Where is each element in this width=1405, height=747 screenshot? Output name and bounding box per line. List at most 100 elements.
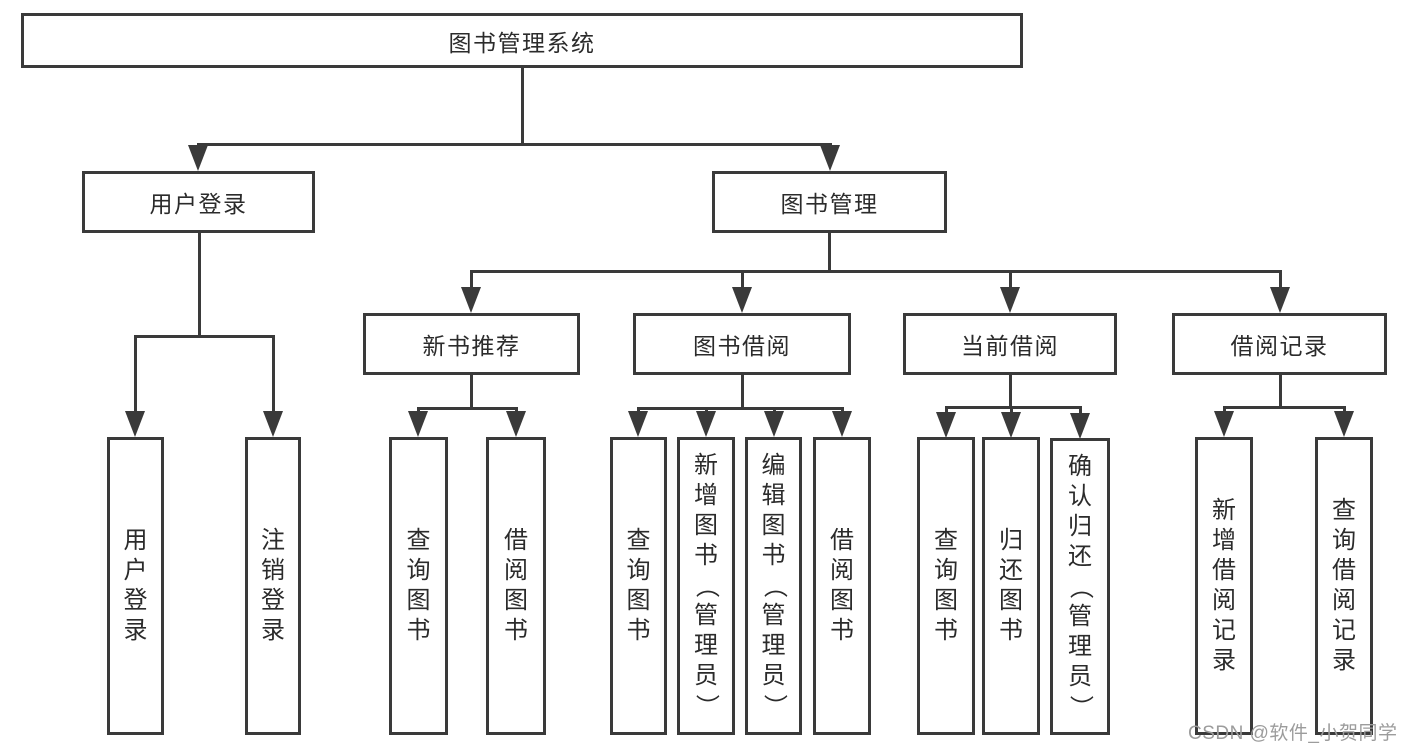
- leaf-return-book: 归还图书: [982, 437, 1040, 735]
- vertical-char: 新: [1212, 497, 1236, 524]
- leaf-borrow-books-1: 借阅图书: [486, 437, 546, 735]
- vertical-char: 询: [406, 557, 431, 584]
- vertical-char: 记: [1332, 617, 1356, 644]
- arrow-down-icon: [263, 411, 283, 437]
- node-label: 新书推荐: [422, 333, 521, 359]
- vertical-char: 录: [1332, 647, 1356, 674]
- vertical-char: （: [760, 574, 788, 598]
- vertical-char: 理: [761, 632, 786, 659]
- vertical-char: 录: [261, 617, 285, 644]
- vertical-char: 还: [999, 557, 1023, 584]
- node-label: 用户登录: [149, 191, 248, 217]
- vertical-char: 认: [1068, 482, 1092, 510]
- arrow-down-icon: [1334, 411, 1354, 437]
- arrow-down-icon: [732, 287, 752, 313]
- vertical-char: 销: [261, 557, 285, 584]
- vertical-char: 管: [761, 602, 786, 629]
- vertical-char: 书: [504, 617, 528, 644]
- vertical-char: 辑: [761, 482, 786, 509]
- arrow-down-icon: [1214, 411, 1234, 437]
- leaf-query-books-1: 查询图书: [389, 437, 448, 735]
- vertical-char: 新: [694, 452, 718, 479]
- node-library-management-system: 图书管理系统: [21, 13, 1023, 68]
- connector-line: [416, 406, 518, 410]
- vertical-char: 询: [934, 557, 958, 584]
- vertical-char: 书: [830, 617, 854, 644]
- node-current-borrow: 当前借阅: [903, 313, 1117, 375]
- node-borrow-records: 借阅记录: [1172, 313, 1387, 375]
- vertical-char: 图: [626, 587, 651, 614]
- node-label: 图书管理: [780, 191, 879, 217]
- leaf-add-book-admin: 新增图书 （ 管理员 ）: [677, 437, 735, 735]
- vertical-char: 管: [1068, 602, 1092, 630]
- connector-line: [740, 375, 744, 410]
- vertical-char: 用: [123, 527, 148, 554]
- node-new-book-recommend: 新书推荐: [363, 313, 580, 375]
- vertical-char: 员: [694, 662, 718, 689]
- connector-line: [1222, 405, 1346, 409]
- vertical-char: ）: [1067, 694, 1094, 719]
- connector-line: [944, 405, 1082, 409]
- arrow-down-icon: [188, 145, 208, 171]
- vertical-char: 注: [261, 527, 285, 554]
- vertical-char: 书: [999, 617, 1023, 644]
- vertical-char: 借: [830, 527, 854, 554]
- vertical-char: 查: [1332, 497, 1356, 524]
- connector-line: [469, 375, 473, 410]
- vertical-char: 书: [761, 542, 786, 569]
- vertical-char: 归: [999, 527, 1023, 554]
- vertical-char: ）: [693, 694, 720, 718]
- vertical-char: 理: [694, 632, 718, 659]
- vertical-char: 书: [694, 542, 718, 569]
- vertical-char: 户: [123, 557, 148, 584]
- vertical-char: 书: [406, 617, 431, 644]
- csdn-watermark: CSDN @软件_小贺同学: [1188, 723, 1398, 744]
- leaf-borrow-books-2: 借阅图书: [813, 437, 871, 735]
- vertical-char: 图: [694, 512, 718, 539]
- vertical-char: 查: [934, 527, 958, 554]
- leaf-query-books-2: 查询图书: [610, 437, 667, 735]
- vertical-char: 查: [406, 527, 431, 554]
- arrow-down-icon: [832, 411, 852, 437]
- arrow-down-icon: [820, 145, 840, 171]
- vertical-char: 录: [1212, 647, 1236, 674]
- leaf-logout: 注销登录: [245, 437, 301, 735]
- arrow-down-icon: [1000, 287, 1020, 313]
- arrow-down-icon: [764, 411, 784, 437]
- vertical-char: 管: [694, 602, 718, 629]
- vertical-char: 图: [830, 587, 854, 614]
- vertical-char: （: [1067, 574, 1094, 599]
- vertical-char: 询: [1332, 527, 1356, 554]
- node-book-borrow: 图书借阅: [633, 313, 851, 375]
- arrow-down-icon: [125, 411, 145, 437]
- leaf-add-borrow-record: 新增借阅记录: [1195, 437, 1253, 735]
- node-book-management: 图书管理: [712, 171, 947, 233]
- arrow-down-icon: [696, 411, 716, 437]
- vertical-char: 查: [626, 527, 651, 554]
- vertical-char: 图: [999, 587, 1023, 614]
- vertical-char: 理: [1068, 632, 1092, 660]
- arrow-down-icon: [1070, 413, 1090, 439]
- leaf-user-login: 用户登录: [107, 437, 164, 735]
- arrow-down-icon: [408, 411, 428, 437]
- vertical-char: 记: [1212, 617, 1236, 644]
- vertical-char: 登: [123, 587, 148, 614]
- node-label: 图书管理系统: [448, 29, 596, 56]
- vertical-char: 阅: [830, 557, 854, 584]
- node-user-login: 用户登录: [82, 171, 315, 233]
- vertical-char: 编: [761, 452, 786, 479]
- connector-line: [636, 406, 844, 410]
- vertical-char: 员: [761, 662, 786, 689]
- vertical-char: 询: [626, 557, 651, 584]
- vertical-char: 录: [123, 617, 148, 644]
- vertical-char: ）: [760, 694, 788, 718]
- vertical-char: （: [693, 574, 720, 598]
- vertical-char: 图: [761, 512, 786, 539]
- vertical-char: 增: [694, 482, 718, 509]
- node-label: 当前借阅: [961, 333, 1059, 359]
- vertical-char: 图: [934, 587, 958, 614]
- vertical-char: 图: [504, 587, 528, 614]
- node-label: 借阅记录: [1230, 333, 1329, 359]
- vertical-char: 增: [1212, 527, 1236, 554]
